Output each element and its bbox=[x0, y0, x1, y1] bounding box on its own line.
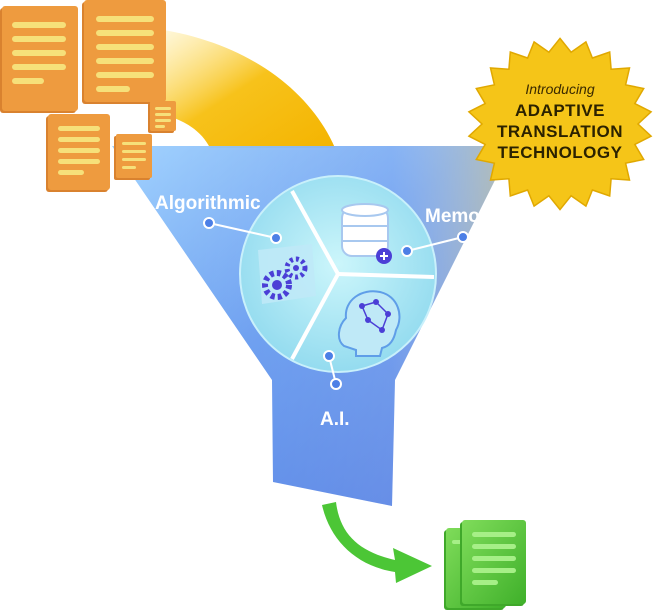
output-arrow bbox=[322, 502, 432, 583]
flow-arc bbox=[150, 28, 335, 148]
document-icon bbox=[114, 134, 152, 180]
badge-line-2: TRANSLATION bbox=[497, 122, 623, 141]
document-icon bbox=[148, 101, 176, 133]
algorithmic-connector bbox=[203, 217, 282, 244]
database-plus-icon bbox=[341, 203, 392, 264]
document-icon bbox=[82, 0, 166, 104]
translated-documents-icon bbox=[444, 520, 526, 610]
badge-starburst bbox=[467, 37, 653, 211]
input-documents bbox=[0, 0, 176, 192]
label-memory: Memory bbox=[425, 206, 498, 227]
badge-line-3: TECHNOLOGY bbox=[498, 143, 623, 162]
document-icon bbox=[46, 114, 110, 192]
ai-connector bbox=[323, 350, 342, 390]
badge-line-1: ADAPTIVE bbox=[515, 101, 605, 120]
head-circuit-icon bbox=[338, 290, 401, 357]
label-algorithmic: Algorithmic bbox=[155, 193, 261, 214]
memory-connector bbox=[401, 231, 469, 257]
announcement-badge: Introducing ADAPTIVE TRANSLATION TECHNOL… bbox=[467, 37, 653, 211]
label-ai: A.I. bbox=[320, 409, 350, 430]
document-icon bbox=[0, 6, 78, 113]
gears-icon bbox=[258, 244, 316, 304]
badge-intro-text: Introducing bbox=[525, 81, 594, 97]
